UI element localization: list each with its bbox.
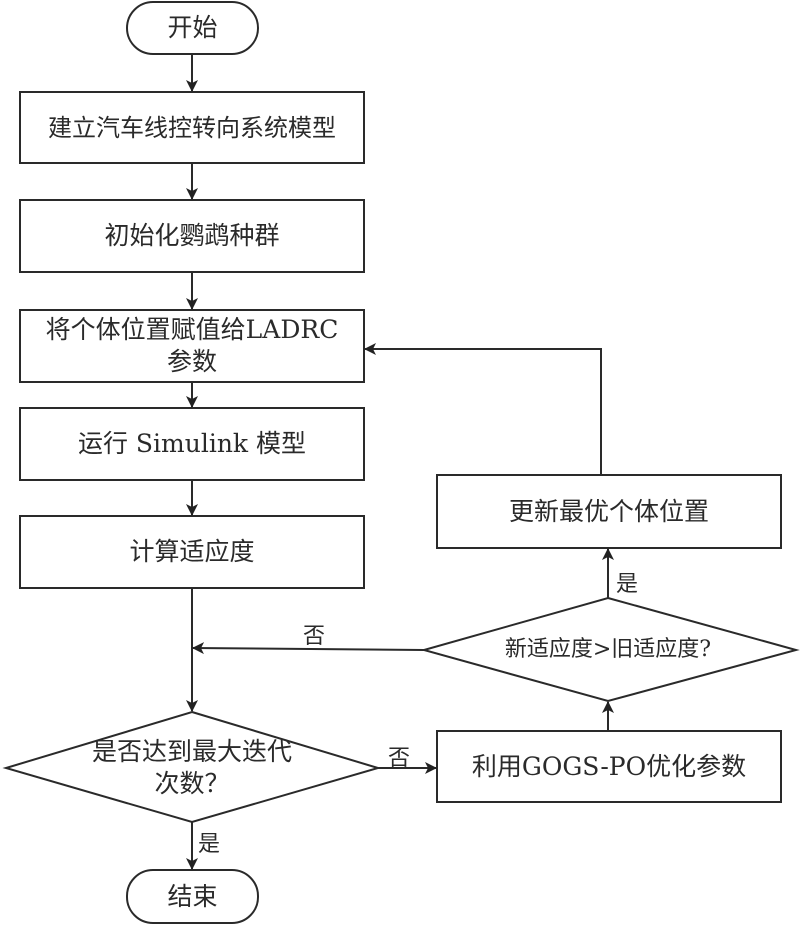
arrow-fitness-no-to-main bbox=[192, 642, 425, 655]
start-label: 开始 bbox=[167, 13, 218, 42]
decision-max-iter-label: 是否达到最大迭代 次数？ bbox=[60, 736, 324, 800]
assign-params-line-2: 参数 bbox=[166, 347, 217, 376]
step-label-run-simulink: 运行 Simulink 模型 bbox=[77, 429, 307, 458]
decision-max-iter-yes-label: 是 bbox=[198, 832, 221, 857]
end-terminator bbox=[126, 869, 259, 924]
decision-max-iter-line-1: 是否达到最大迭代 bbox=[91, 737, 292, 766]
decision-fitness-label: 新适应度>旧适应度? bbox=[504, 637, 712, 662]
decision-fitness-no-label: 否 bbox=[303, 624, 326, 649]
step-label-compute-fitness: 计算适应度 bbox=[129, 537, 255, 566]
step-label-init-population: 初始化鹦鹉种群 bbox=[104, 221, 280, 250]
assign-params-line-1: 将个体位置赋值给LADRC bbox=[45, 315, 339, 344]
decision-max-iter-line-2: 次数？ bbox=[154, 769, 230, 798]
step-label-update-best: 更新最优个体位置 bbox=[508, 496, 709, 526]
decision-fitness-yes-label: 是 bbox=[616, 572, 639, 597]
step-label-gogs-po: 利用GOGS-PO优化参数 bbox=[471, 751, 747, 781]
arrow-update-to-assign bbox=[364, 343, 602, 475]
end-label: 结束 bbox=[167, 881, 218, 911]
step-label-assign-params: 将个体位置赋值给LADRC 参数 bbox=[20, 310, 364, 382]
decision-max-iter-no-label: 否 bbox=[388, 746, 411, 771]
step-label-build-model: 建立汽车线控转向系统模型 bbox=[48, 113, 336, 142]
